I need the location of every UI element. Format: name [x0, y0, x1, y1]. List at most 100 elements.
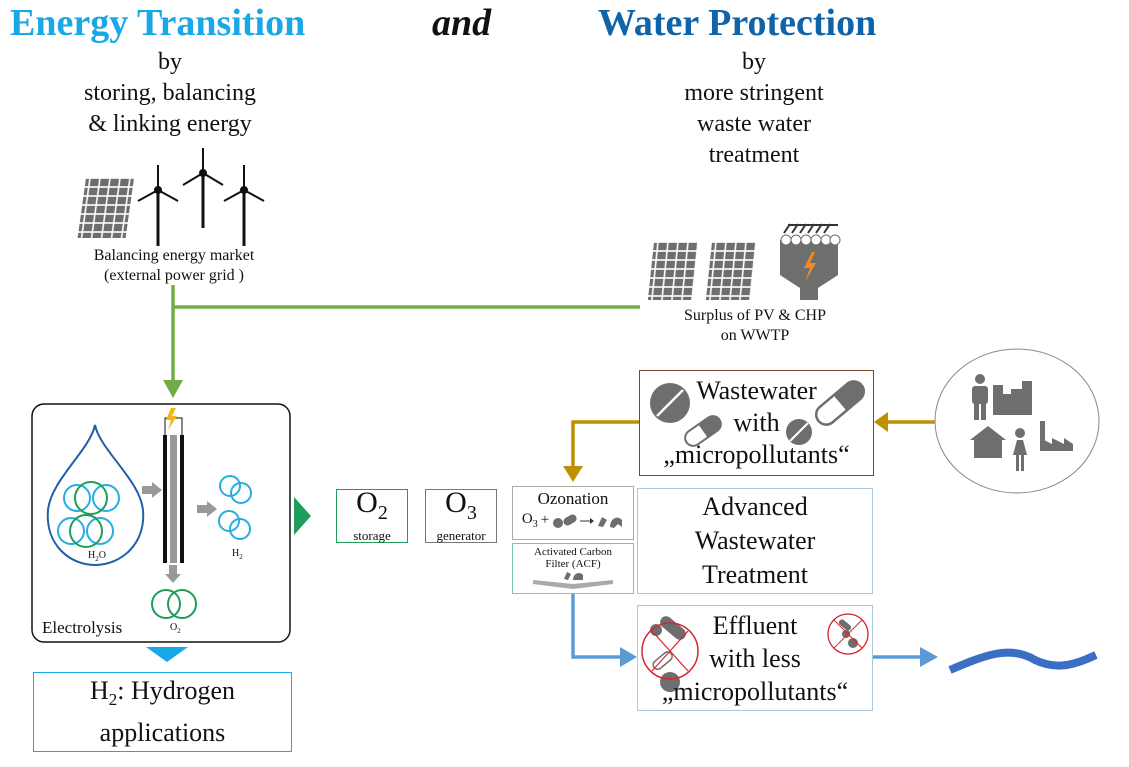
subtitle-line: treatment	[708, 142, 800, 168]
sub: 2	[108, 690, 118, 710]
h2-molecule-icon	[218, 475, 252, 540]
h: H	[90, 676, 109, 706]
pill-icon	[786, 419, 812, 445]
arrow-head	[163, 380, 183, 398]
h: H	[232, 548, 240, 559]
advanced-line1: Advanced	[702, 492, 808, 521]
power-flow-arrow	[171, 285, 640, 382]
hydrogen-line2: applications	[99, 717, 226, 747]
subtitle-line: waste water	[697, 111, 811, 137]
wastewater-line3: „micropollutants“	[663, 440, 850, 469]
water-protection-title: Water Protection	[598, 2, 877, 44]
wind-turbine-icon	[137, 165, 179, 246]
water-subtitle: by more stringent waste water treatment	[624, 47, 884, 171]
o3-symbol: O3	[445, 488, 477, 528]
o: O	[356, 486, 378, 519]
pill-icon	[650, 383, 690, 423]
advanced-line3: Treatment	[702, 560, 808, 589]
capsule-icon	[814, 380, 866, 426]
label-line: (external power grid )	[104, 267, 244, 284]
o3-generator-box: O3 generator	[425, 488, 497, 543]
h2o-label: H2O	[88, 550, 106, 563]
o: O	[170, 622, 178, 633]
subtitle-line: by	[158, 49, 182, 75]
ozonation-title: Ozonation	[537, 489, 609, 508]
o: O	[98, 550, 106, 561]
hydrogen-line1: H2: Hydrogen	[90, 675, 235, 716]
subtitle-line: by	[742, 49, 766, 75]
h2-label: H2	[232, 548, 243, 561]
label-line: on WWTP	[720, 327, 790, 344]
effluent-line3: „micropollutants“	[661, 676, 849, 706]
acf-line2: Filter (ACF)	[545, 558, 601, 570]
no-micropollutants-icons	[641, 613, 869, 692]
capsule-icon	[684, 415, 722, 447]
wastewater-box: Wastewater with „micropollutants“	[639, 370, 874, 476]
effluent-text: Effluent with less „micropollutants“	[638, 606, 872, 710]
o2-symbol: O2	[356, 488, 388, 528]
wastewater-text: Wastewater with „micropollutants“	[640, 371, 873, 475]
house-icon	[970, 426, 1006, 458]
effluent-flow-arrow	[571, 594, 920, 659]
effluent-line2: with less	[709, 643, 801, 673]
sub: 2	[377, 502, 388, 524]
h2-flow-arrow	[146, 647, 188, 662]
o2-storage-label: storage	[353, 528, 391, 543]
effluent-box: Effluent with less „micropollutants“	[637, 605, 873, 711]
lightning-icon	[166, 408, 177, 430]
h2o-molecule-icon	[57, 481, 120, 548]
o: O	[445, 486, 467, 519]
man-icon	[972, 374, 988, 420]
micropollutants-icons	[650, 380, 866, 447]
subtitle-line: more stringent	[684, 80, 824, 106]
label-line: Surplus of PV & CHP	[684, 307, 826, 324]
no-pills-icon	[827, 613, 869, 655]
o: O	[521, 511, 533, 527]
city-buildings-icon	[993, 381, 1032, 415]
sub: 2	[177, 627, 181, 635]
solar-panel-icon	[77, 178, 134, 238]
effluent-line1: Effluent	[712, 610, 798, 640]
advanced-treatment-box: Advanced Wastewater Treatment	[637, 488, 873, 594]
wastewater-flow-arrow	[571, 420, 937, 468]
energy-subtitle: by storing, balancing & linking energy	[40, 47, 300, 140]
sources-ellipse	[934, 348, 1100, 494]
arrow-head	[920, 647, 938, 667]
woman-icon	[1013, 428, 1027, 471]
o2-flow-arrow	[294, 497, 311, 535]
activated-carbon-filter-box: Activated Carbon Filter (ACF)	[512, 543, 634, 594]
o2-label: O2	[170, 622, 181, 635]
wwtp-source-label: Surplus of PV & CHP on WWTP	[650, 306, 860, 346]
and-conjunction: and	[432, 2, 492, 44]
wind-turbine-icon	[182, 148, 224, 228]
lightning-icon	[804, 252, 816, 282]
hydrogen-applications-box: H2: Hydrogen applications	[33, 672, 292, 752]
energy-transition-title: Energy Transition	[10, 2, 306, 44]
sub: 3	[466, 502, 477, 524]
pollutant-breakdown-icon	[553, 514, 623, 528]
arrow-head	[563, 466, 583, 482]
factory-icon	[1040, 421, 1073, 451]
no-pills-icon	[641, 616, 699, 692]
subtitle-line: & linking energy	[88, 111, 252, 137]
water-drop-icon	[46, 424, 145, 567]
electrolysis-label: Electrolysis	[42, 618, 123, 637]
subtitle-line: storing, balancing	[84, 80, 256, 106]
solar-panel-icon	[647, 242, 698, 300]
electrolyzer-cell-icon	[163, 408, 184, 563]
arrow-head	[620, 647, 637, 667]
o2-molecule-icon	[151, 589, 197, 619]
o3-generator-label: generator	[436, 528, 486, 543]
h: H	[88, 550, 96, 561]
sub: 3	[532, 519, 538, 530]
wastewater-line2: with	[733, 408, 780, 437]
wind-turbine-icon	[223, 165, 265, 246]
arrow-head	[874, 412, 888, 432]
gray-arrow	[142, 482, 217, 583]
wastewater-line1: Wastewater	[696, 376, 817, 405]
plus: +	[540, 512, 550, 528]
o2-storage-box: O2 storage	[336, 488, 408, 543]
river-icon	[948, 648, 1098, 674]
acf-line1: Activated Carbon	[534, 546, 612, 558]
ozonation-box: Ozonation O3 +	[512, 486, 634, 540]
